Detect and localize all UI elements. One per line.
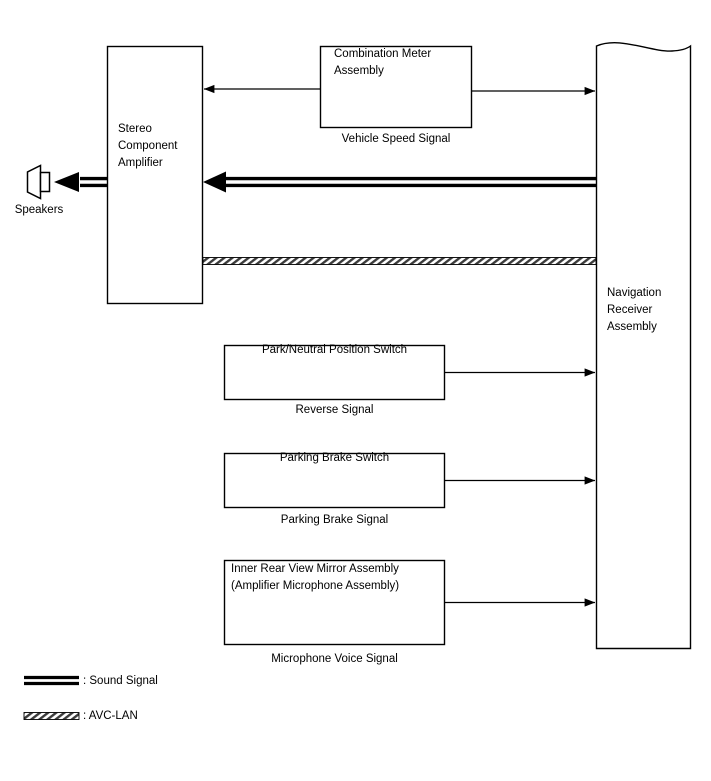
signal-label-microphone-voice-signal: Microphone Voice Signal bbox=[271, 653, 398, 665]
signal-label-parking-brake-signal: Parking Brake Signal bbox=[280, 514, 389, 526]
legend-label-avc-lan: : AVC-LAN bbox=[83, 710, 138, 722]
block-label-inner-rear-view-mirror-assembly: Inner Rear View Mirror Assembly (Amplifi… bbox=[231, 563, 400, 592]
speaker-icon bbox=[26, 164, 51, 200]
avclan-link-amplifier-navigation bbox=[202, 257, 597, 265]
sound-signal-navigation-to-amplifier bbox=[203, 171, 596, 193]
speaker-label: Speakers bbox=[14, 204, 64, 216]
legend-swatch-avc-lan bbox=[23, 712, 80, 720]
signal-label-reverse-signal: Reverse Signal bbox=[295, 404, 374, 416]
block-label-navigation-receiver-assembly: Navigation Receiver Assembly bbox=[607, 287, 662, 333]
block-label-parking-brake-switch: Parking Brake Switch bbox=[279, 452, 390, 464]
block-parking-brake-switch bbox=[223, 452, 446, 509]
block-park-neutral-position-switch bbox=[223, 344, 446, 401]
block-inner-rear-view-mirror-assembly bbox=[223, 559, 446, 646]
legend-swatch-sound-signal bbox=[24, 675, 79, 686]
block-label-combination-meter-assembly: Combination Meter Assembly bbox=[334, 48, 432, 77]
signal-label-vehicle-speed-signal: Vehicle Speed Signal bbox=[341, 133, 451, 145]
sound-signal-amplifier-to-speakers bbox=[54, 172, 107, 192]
legend-label-sound-signal: : Sound Signal bbox=[83, 675, 158, 687]
block-stereo-component-amplifier bbox=[106, 45, 204, 305]
block-label-park-neutral-position-switch: Park/Neutral Position Switch bbox=[261, 344, 408, 356]
block-combination-meter-assembly bbox=[319, 45, 473, 129]
block-navigation-receiver-assembly bbox=[595, 42, 692, 650]
block-label-stereo-component-amplifier: Stereo Component Amplifier bbox=[118, 123, 178, 169]
